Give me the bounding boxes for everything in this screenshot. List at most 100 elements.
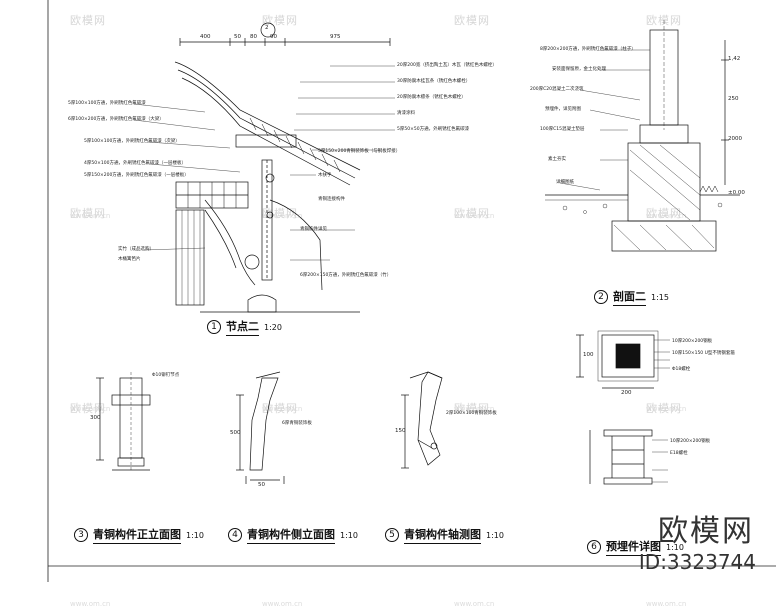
title-name: 剖面二 (613, 288, 646, 306)
watermark-url: www.om.cn (646, 405, 687, 413)
annotation-note: 10厚150×150 U型不锈钢套箍 (672, 351, 735, 356)
brand-logo-text: 欧模网 (658, 514, 754, 549)
annotation-note: 6厚青铜装饰板 (282, 421, 312, 426)
front-elevation-drawing (96, 372, 151, 471)
annotation-note: 8厚200×200方通，外刷锈红色氟碳漆（柱子） (540, 47, 636, 52)
watermark-logo: 欧模网 (646, 402, 682, 415)
title-number: 6 (587, 540, 601, 554)
annotation-note: 6厚200×150方通，外刷锈红色氟碳漆（竹） (300, 273, 392, 278)
annotation-note: E18螺栓 (670, 451, 688, 456)
dim-text: 2000 (728, 136, 742, 142)
section-two-drawing (545, 20, 740, 252)
annotation-note: 木扶手 (318, 173, 332, 178)
dim-text: 200 (621, 390, 632, 396)
annotation-note: 2厚100×100青铜装饰板 (446, 411, 497, 416)
node-two-drawing (174, 38, 391, 313)
title-number: 4 (228, 528, 242, 542)
dim-text: 80 (250, 34, 257, 40)
title-section-two: 2 剖面二 1:15 (594, 288, 669, 306)
annotation-note: 20厚防腐木檩条（锈红色木螺栓） (397, 95, 466, 100)
watermark-url: www.om.cn (70, 600, 111, 608)
title-scale: 1:10 (340, 530, 358, 540)
title-number: 1 (207, 320, 221, 334)
dim-text: 250 (728, 96, 739, 102)
annotation-note: 4厚50×100方通，外刷锈红色氟碳漆（一层楼板） (84, 161, 186, 166)
watermark-url: www.om.cn (646, 212, 687, 220)
annotation-note: 20厚200宽（挤出陶土瓦）木瓦（锈红色木螺栓） (397, 63, 497, 68)
annotation-note: 素土夯实 (548, 157, 566, 162)
dim-text: 975 (330, 34, 341, 40)
annotation-note: 实竹（成品选购） (118, 247, 154, 252)
watermark-logo: 欧模网 (646, 207, 682, 220)
title-axonometric: 5 青铜构件轴测图 1:10 (385, 526, 504, 544)
annotation-note: 5厚100×100方通，外刷锈红色氟碳漆 (68, 101, 146, 106)
dim-text: 300 (90, 415, 101, 421)
watermark-logo: 欧模网 (262, 207, 298, 220)
title-node-two: 1 节点二 1:20 (207, 318, 282, 336)
watermark-url: www.om.cn (70, 212, 111, 220)
title-scale: 1:10 (666, 542, 684, 552)
dim-text: 400 (200, 34, 211, 40)
dim-text: 50 (234, 34, 241, 40)
dim-text: ±0.00 (728, 190, 745, 196)
watermark-logo: 欧模网 (454, 14, 490, 27)
title-name: 青铜构件侧立面图 (247, 526, 335, 544)
watermark-url: www.om.cn (454, 212, 495, 220)
title-embedded-part: 6 预埋件详图 1:10 (587, 538, 684, 556)
dim-text: 1,42 (728, 56, 741, 62)
dim-text: 50 (258, 482, 265, 488)
title-side-elevation: 4 青铜构件侧立面图 1:10 (228, 526, 358, 544)
annotation-note: Φ10铆钉节点 (152, 373, 180, 378)
annotation-note: 100厚C15混凝土垫层 (540, 127, 585, 132)
dim-text: 500 (230, 430, 241, 436)
watermark-logo: 欧模网 (454, 207, 490, 220)
annotation-note: Φ18螺栓 (672, 367, 691, 372)
watermark-url: www.om.cn (70, 405, 111, 413)
annotation-note: 青铜连接构件 (318, 197, 345, 202)
annotation-note: 30厚防腐木挂瓦条（锈红色木螺栓） (397, 79, 471, 84)
annotation-note: 5厚50×50方通，外刷锈红色氟碳漆 (397, 127, 470, 132)
title-name: 青铜构件正立面图 (93, 526, 181, 544)
annotation-note: 200厚C20混凝土二次浇筑 (530, 87, 584, 92)
annotation-note: 10厚200×200钢板 (672, 339, 713, 344)
annotation-note: 木桶篱笆片 (118, 257, 141, 262)
watermark-url: www.om.cn (262, 212, 303, 220)
watermark-url: www.om.cn (262, 600, 303, 608)
title-number: 5 (385, 528, 399, 542)
title-name: 青铜构件轴测图 (404, 526, 481, 544)
embedded-part-drawing (576, 330, 659, 485)
annotation-note: 10厚200×200钢板 (670, 439, 711, 444)
annotation-note: 清漆涂料 (397, 111, 415, 116)
dim-text: 100 (583, 352, 594, 358)
annotation-note: 3厚150×200青铜装饰板（与钢板焊接） (318, 149, 401, 154)
title-scale: 1:15 (651, 292, 669, 302)
side-elevation-drawing (236, 371, 285, 484)
dim-text: 90 (270, 34, 277, 40)
cad-linework (47, 0, 776, 582)
watermark-logo: 欧模网 (454, 402, 490, 415)
watermark-url: www.om.cn (262, 405, 303, 413)
annotation-note: 详细图纸 (556, 180, 574, 185)
watermark-logo: 欧模网 (70, 14, 106, 27)
brand-id: ID:3323744 (638, 550, 756, 574)
title-name: 预埋件详图 (606, 538, 661, 556)
watermark-logo: 欧模网 (70, 402, 106, 415)
axonometric-drawing (401, 371, 443, 469)
title-scale: 1:10 (486, 530, 504, 540)
watermark-logo: 欧模网 (70, 207, 106, 220)
watermark-logo: 欧模网 (262, 402, 298, 415)
title-name: 节点二 (226, 318, 259, 336)
watermark-url: www.om.cn (454, 405, 495, 413)
annotation-note: 青铜构件详见 (300, 227, 327, 232)
annotation-note: 5厚150×200方通，外刷锈红色氟碳漆（一层楼板） (84, 173, 189, 178)
annotation-note: 安装面保留原，金土化处理 (552, 67, 606, 72)
title-number: 3 (74, 528, 88, 542)
title-number: 2 (594, 290, 608, 304)
annotation-note: 6厚100×200方通，外刷锈红色氟碳漆（大梁） (68, 117, 164, 122)
title-scale: 1:20 (264, 322, 282, 332)
watermark-logo: 欧模网 (646, 14, 682, 27)
title-front-elevation: 3 青铜构件正立面图 1:10 (74, 526, 204, 544)
watermark-url: www.om.cn (454, 600, 495, 608)
annotation-note: 5厚100×100方通，外刷锈红色氟碳漆（次梁） (84, 139, 180, 144)
